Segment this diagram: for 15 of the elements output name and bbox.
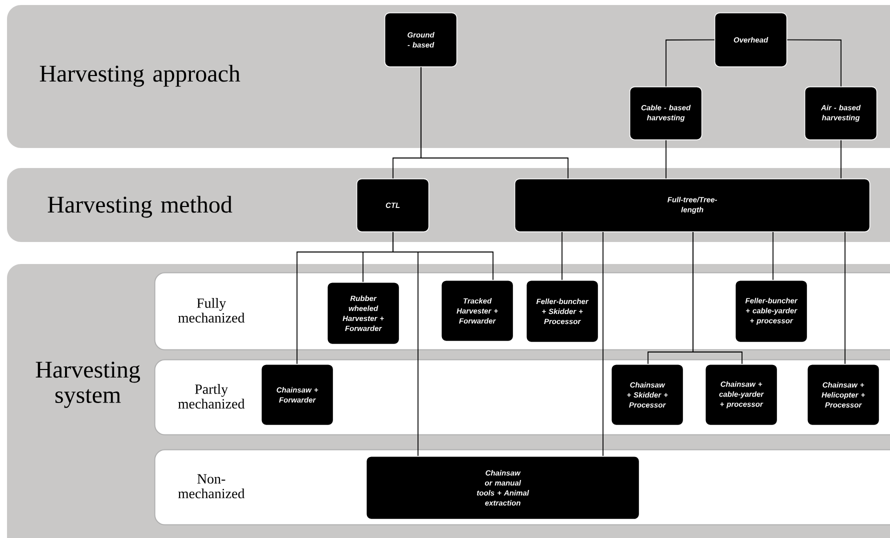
band-label: Non-mechanized xyxy=(178,474,245,498)
connector-line xyxy=(602,232,604,456)
connector-line xyxy=(844,232,846,364)
connector-line xyxy=(692,232,742,364)
connector-line xyxy=(786,39,842,87)
connector-line xyxy=(840,140,842,179)
connector-line xyxy=(392,232,494,280)
connector-line xyxy=(420,66,568,179)
band-label: Partly mechanized xyxy=(178,384,245,409)
band-label: Harvesting approach xyxy=(40,64,240,87)
connector-line xyxy=(666,39,715,87)
band-label: Harvesting method xyxy=(48,196,232,218)
band-label: Fully mechanized xyxy=(178,298,245,323)
connector-line xyxy=(772,232,774,280)
band-label: Harvesting system xyxy=(36,362,140,408)
